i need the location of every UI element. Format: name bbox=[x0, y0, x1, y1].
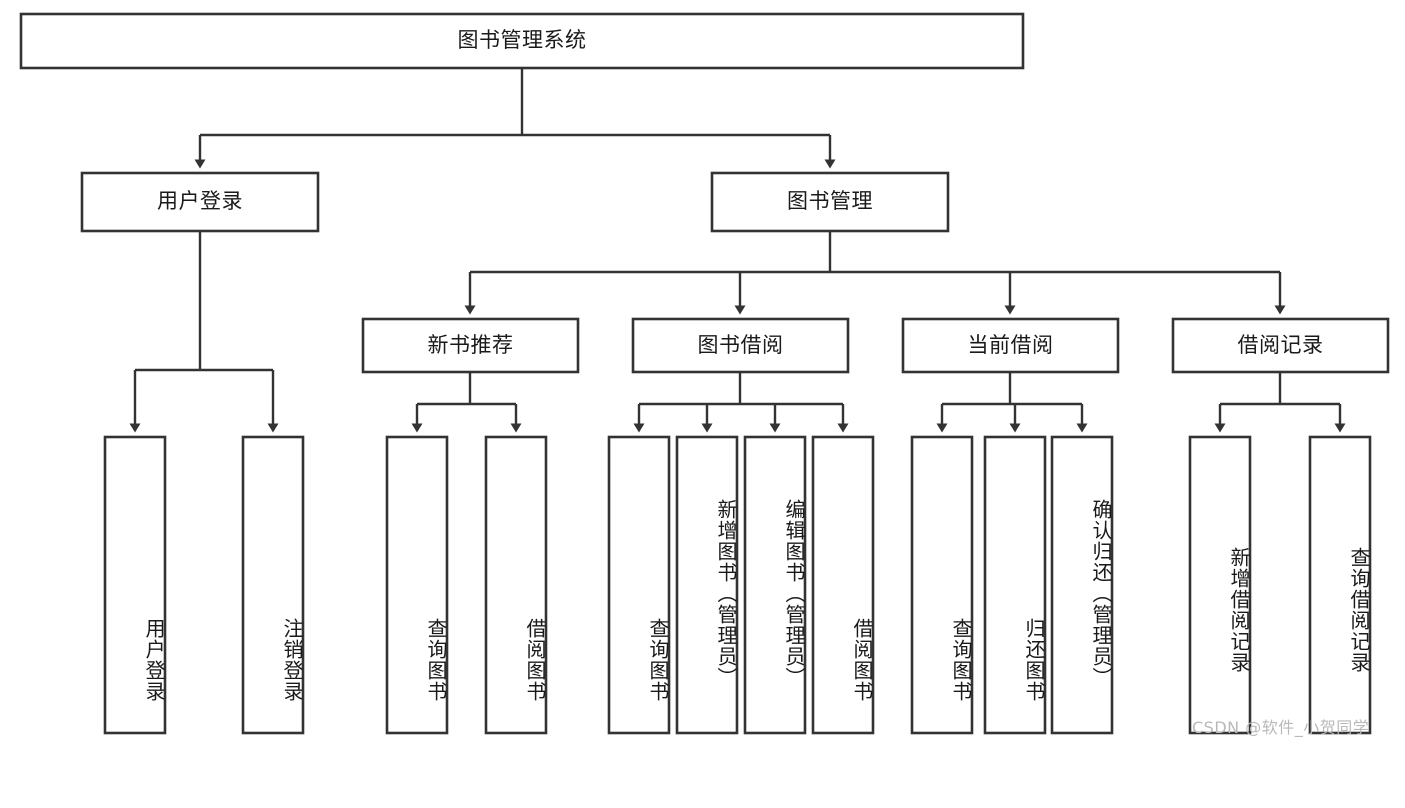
node-book-borrowing-box[interactable] bbox=[631, 317, 850, 374]
leaf-query-book-bb-box[interactable] bbox=[607, 435, 671, 735]
hierarchy-diagram-canvas: 图书管理系统 用户登录 图书管理 新书推荐 图书借阅 当前借阅 借阅记录 用户登… bbox=[19, 12, 1390, 737]
leaf-edit-book-admin-box[interactable] bbox=[743, 435, 807, 735]
leaf-add-book-admin-box[interactable] bbox=[675, 435, 739, 735]
leaf-return-book-box[interactable] bbox=[983, 435, 1047, 735]
leaf-query-borrow-record-box[interactable] bbox=[1308, 435, 1372, 735]
leaf-add-borrow-record-box[interactable] bbox=[1188, 435, 1252, 735]
node-book-management-box[interactable] bbox=[710, 171, 950, 233]
leaf-borrow-book-nbr-box[interactable] bbox=[484, 435, 548, 735]
node-current-borrowing-box[interactable] bbox=[901, 317, 1120, 374]
root-node-library-management-system-box[interactable] bbox=[19, 12, 1025, 70]
node-new-book-recommendation-box[interactable] bbox=[361, 317, 580, 374]
leaf-borrow-book-bb-box[interactable] bbox=[811, 435, 875, 735]
leaf-user-login-box[interactable] bbox=[103, 435, 167, 735]
leaf-query-book-nbr-box[interactable] bbox=[385, 435, 449, 735]
leaf-confirm-return-admin-box[interactable] bbox=[1050, 435, 1114, 735]
node-borrowing-records-box[interactable] bbox=[1171, 317, 1390, 374]
leaf-logout-box[interactable] bbox=[241, 435, 305, 735]
leaf-query-book-cb-box[interactable] bbox=[910, 435, 974, 735]
diagram-svg-layer bbox=[19, 12, 1390, 735]
node-user-login-box[interactable] bbox=[80, 171, 320, 233]
